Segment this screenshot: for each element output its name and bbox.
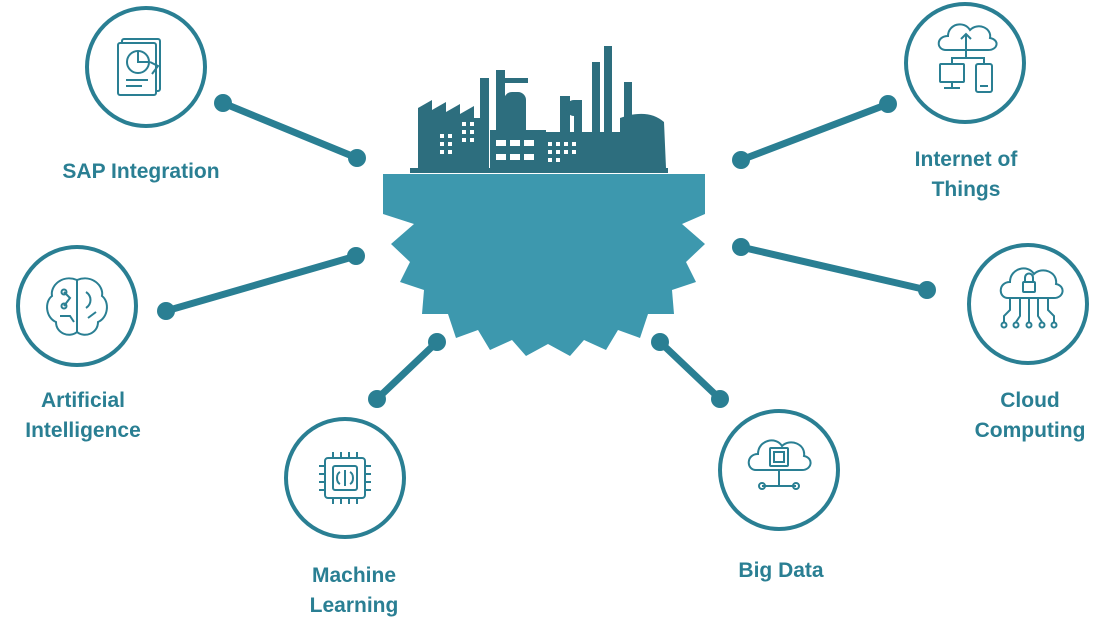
connector-sap bbox=[214, 94, 366, 167]
connector-bigdata bbox=[651, 333, 729, 408]
node-cloud-computing bbox=[967, 243, 1089, 365]
label-line: Machine bbox=[311, 564, 397, 587]
ground-line bbox=[410, 168, 668, 173]
label-line: Cloud bbox=[1000, 389, 1060, 412]
connector-ai bbox=[157, 247, 365, 320]
factory-on-gear-icon bbox=[383, 46, 705, 356]
label-machine-learning: Machine Learning bbox=[272, 561, 436, 621]
label-big-data: Big Data bbox=[706, 556, 856, 586]
node-sap-integration bbox=[85, 6, 207, 128]
brain-circuit-icon bbox=[46, 277, 108, 336]
factory-windows bbox=[440, 122, 576, 162]
cloud-lock-network-icon bbox=[999, 267, 1064, 329]
gear-shape bbox=[383, 174, 705, 356]
factory-buildings bbox=[418, 46, 666, 168]
label-line: Artificial bbox=[40, 389, 126, 412]
node-machine-learning bbox=[284, 417, 406, 539]
label-internet-of-things: Internet of Things bbox=[888, 145, 1044, 205]
cloud-database-icon bbox=[747, 439, 812, 490]
node-big-data bbox=[718, 409, 840, 531]
label-line: Internet of bbox=[914, 148, 1018, 171]
document-pie-chart-icon bbox=[117, 38, 161, 96]
label-cloud-computing: Cloud Computing bbox=[950, 386, 1110, 446]
label-line: Intelligence bbox=[25, 419, 141, 442]
connector-cloud bbox=[732, 238, 936, 299]
label-line: Computing bbox=[974, 419, 1086, 442]
label-line: SAP Integration bbox=[62, 160, 220, 183]
label-line: Big Data bbox=[738, 559, 824, 582]
label-line: Things bbox=[931, 178, 1001, 201]
label-line: Learning bbox=[309, 594, 399, 617]
label-sap-integration: SAP Integration bbox=[36, 157, 246, 187]
connectors bbox=[157, 94, 936, 408]
connector-iot bbox=[732, 95, 897, 169]
cloud-devices-icon bbox=[937, 23, 998, 93]
label-artificial-intelligence: Artificial Intelligence bbox=[0, 386, 166, 446]
node-artificial-intelligence bbox=[16, 245, 138, 367]
node-internet-of-things bbox=[904, 2, 1026, 124]
cpu-chip-icon bbox=[319, 452, 371, 504]
connector-ml bbox=[368, 333, 446, 408]
